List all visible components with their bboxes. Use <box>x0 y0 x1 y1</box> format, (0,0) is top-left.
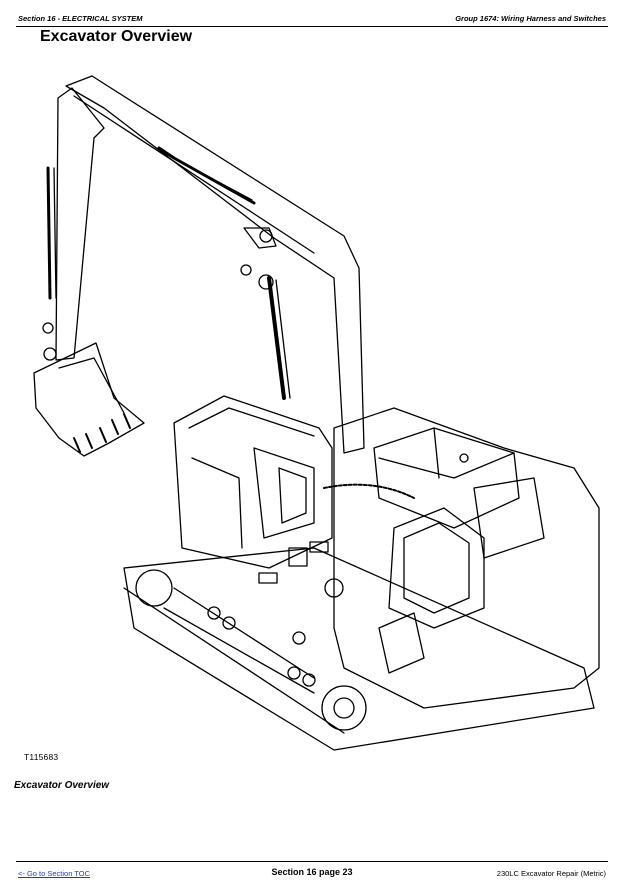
group-label: Group 1674: Wiring Harness and Switches <box>455 14 606 23</box>
excavator-illustration <box>14 68 614 753</box>
page-footer: <- Go to Section TOC Section 16 page 23 … <box>16 861 608 880</box>
page-header: Section 16 - ELECTRICAL SYSTEM Group 167… <box>16 10 608 27</box>
page-title: Excavator Overview <box>40 28 193 45</box>
figure-id: T115683 <box>24 752 59 762</box>
page-number: Section 16 page 23 <box>271 867 353 877</box>
toc-link[interactable]: <- Go to Section TOC <box>18 869 91 878</box>
manual-title: 230LC Excavator Repair (Metric) <box>496 869 606 878</box>
figure-caption: Excavator Overview <box>14 780 110 791</box>
section-label: Section 16 - ELECTRICAL SYSTEM <box>18 14 143 23</box>
